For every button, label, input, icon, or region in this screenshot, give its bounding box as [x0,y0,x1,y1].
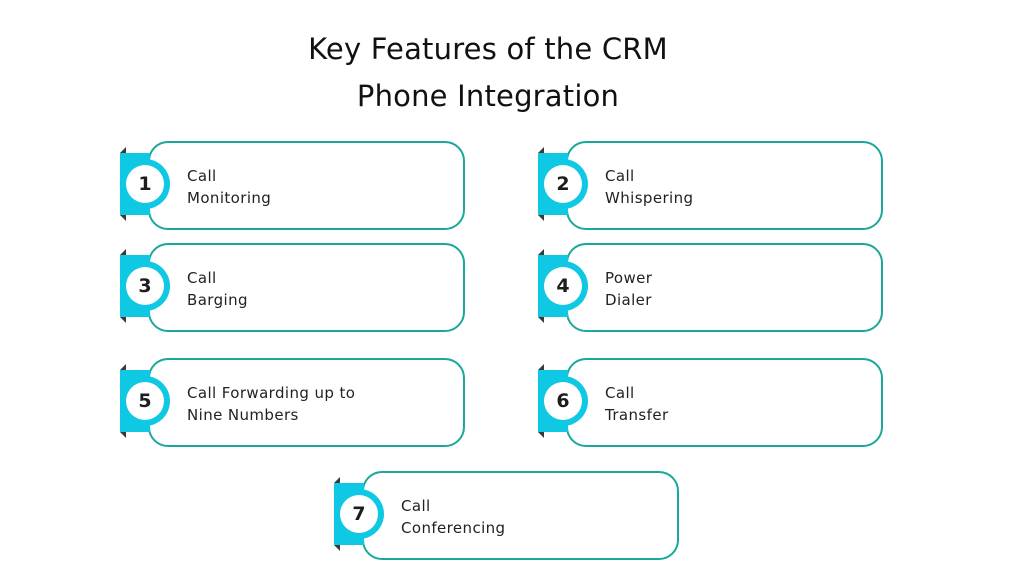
feature-label-line-2: Dialer [605,291,652,309]
feature-label-line-1: Call [605,384,635,402]
feature-label: Call Whispering [605,165,870,209]
feature-label-line-1: Call Forwarding up to [187,384,356,402]
title-line-1: Key Features of the CRM [308,32,668,66]
feature-number: 2 [544,165,582,203]
feature-card-border [148,358,465,447]
feature-card-1: 1 Call Monitoring [120,141,465,230]
feature-label-line-1: Call [401,497,431,515]
feature-number: 7 [340,495,378,533]
feature-label: Call Transfer [605,382,870,426]
feature-card-border [566,358,883,447]
feature-label: Call Barging [187,267,452,311]
feature-card-7: 7 Call Conferencing [334,471,679,560]
feature-label: Power Dialer [605,267,870,311]
feature-label-line-2: Nine Numbers [187,406,299,424]
feature-label-line-2: Barging [187,291,248,309]
feature-card-4: 4 Power Dialer [538,243,883,332]
feature-number: 6 [544,382,582,420]
title-line-2: Phone Integration [356,79,620,113]
feature-label-line-2: Monitoring [187,189,272,207]
feature-card-3: 3 Call Barging [120,243,465,332]
feature-card-border [566,243,883,332]
feature-label-line-2: Whispering [605,189,694,207]
feature-number: 1 [126,165,164,203]
feature-card-2: 2 Call Whispering [538,141,883,230]
feature-label: Call Monitoring [187,165,452,209]
feature-number: 4 [544,267,582,305]
feature-label-line-1: Call [605,167,635,185]
feature-label-line-1: Call [187,167,217,185]
page-title: Key Features of the CRM Phone Integratio… [0,26,976,120]
feature-label-line-2: Conferencing [401,519,506,537]
feature-label-line-1: Power [605,269,653,287]
feature-number: 3 [126,267,164,305]
feature-card-6: 6 Call Transfer [538,358,883,447]
feature-number: 5 [126,382,164,420]
feature-label: Call Conferencing [401,495,666,539]
feature-card-5: 5 Call Forwarding up to Nine Numbers [120,358,465,447]
feature-label-line-1: Call [187,269,217,287]
feature-label: Call Forwarding up to Nine Numbers [187,382,452,426]
feature-card-border [566,141,883,230]
feature-label-line-2: Transfer [605,406,669,424]
feature-card-border [148,141,465,230]
